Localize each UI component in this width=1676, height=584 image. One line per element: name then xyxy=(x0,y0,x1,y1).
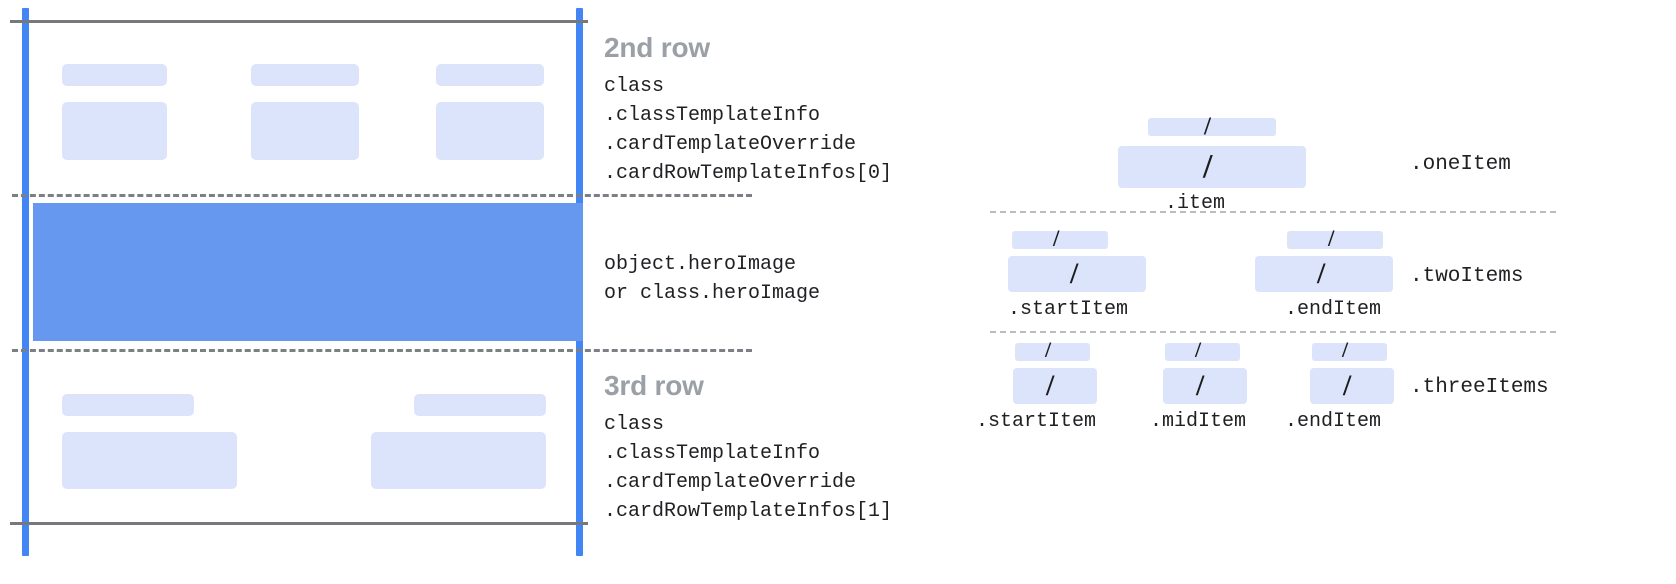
item-value-bar xyxy=(1013,368,1097,404)
placeholder-label xyxy=(436,64,544,86)
item-value-bar xyxy=(1255,256,1393,292)
row3-title: 3rd row xyxy=(604,370,704,401)
row2-code: class .classTemplateInfo .cardTemplateOv… xyxy=(604,75,893,185)
placeholder-value xyxy=(371,432,546,489)
placeholder-label xyxy=(62,394,194,416)
slash-glyph: / xyxy=(1046,369,1055,402)
item-label-bar xyxy=(1148,118,1276,136)
placeholder-value xyxy=(62,102,167,160)
slash-glyph: / xyxy=(1343,369,1352,402)
row3-code: class .classTemplateInfo .cardTemplateOv… xyxy=(604,413,893,523)
hero-image-band xyxy=(33,203,583,341)
slash-glyph: / xyxy=(1203,148,1213,185)
slash-glyph: / xyxy=(1195,337,1202,362)
slash-glyph: / xyxy=(1204,113,1211,140)
item-value-bar xyxy=(1163,368,1247,404)
caption-end-item: .endItem xyxy=(1285,298,1382,321)
slash-glyph: / xyxy=(1317,257,1326,290)
item-label-bar xyxy=(1287,231,1383,249)
card-template-diagram xyxy=(0,0,752,584)
row-divider-top xyxy=(12,194,752,197)
row2-title: 2nd row xyxy=(604,32,710,63)
placeholder-label xyxy=(251,64,359,86)
card-bottom-border xyxy=(10,522,588,525)
slash-glyph: / xyxy=(1342,337,1349,362)
placeholder-value xyxy=(436,102,544,160)
caption-end-item: .endItem xyxy=(1285,410,1382,433)
caption-mid-item: .midItem xyxy=(1150,410,1247,433)
slash-glyph: / xyxy=(1070,257,1079,290)
group-divider-2 xyxy=(990,331,1556,333)
card-top-border xyxy=(10,20,588,23)
group-divider-1 xyxy=(990,211,1556,213)
slash-glyph: / xyxy=(1328,226,1335,251)
slash-glyph: / xyxy=(1045,337,1052,362)
item-label-bar xyxy=(1165,343,1240,361)
item-label-bar xyxy=(1015,343,1090,361)
item-value-bar xyxy=(1008,256,1146,292)
item-label-bar xyxy=(1312,343,1387,361)
placeholder-value xyxy=(62,432,237,489)
slash-glyph: / xyxy=(1053,226,1060,251)
item-value-bar xyxy=(1118,146,1306,188)
item-label-bar xyxy=(1012,231,1108,249)
slash-glyph: / xyxy=(1196,369,1205,402)
placeholder-label xyxy=(62,64,167,86)
item-value-bar xyxy=(1310,368,1394,404)
label-two-items: .twoItems xyxy=(1410,265,1524,288)
label-one-item: .oneItem xyxy=(1410,153,1511,176)
row-divider-bottom xyxy=(12,349,752,352)
label-three-items: .threeItems xyxy=(1410,376,1549,399)
placeholder-value xyxy=(251,102,359,160)
hero-code: object.heroImage or class.heroImage xyxy=(604,253,821,305)
left-guide-rail xyxy=(22,8,29,556)
caption-item: .item xyxy=(1165,192,1226,215)
row-item-layout-diagram: / / .item .oneItem / / .startItem / / .e… xyxy=(960,0,1676,584)
caption-start-item: .startItem xyxy=(976,410,1097,433)
placeholder-label xyxy=(414,394,546,416)
caption-start-item: .startItem xyxy=(1008,298,1129,321)
